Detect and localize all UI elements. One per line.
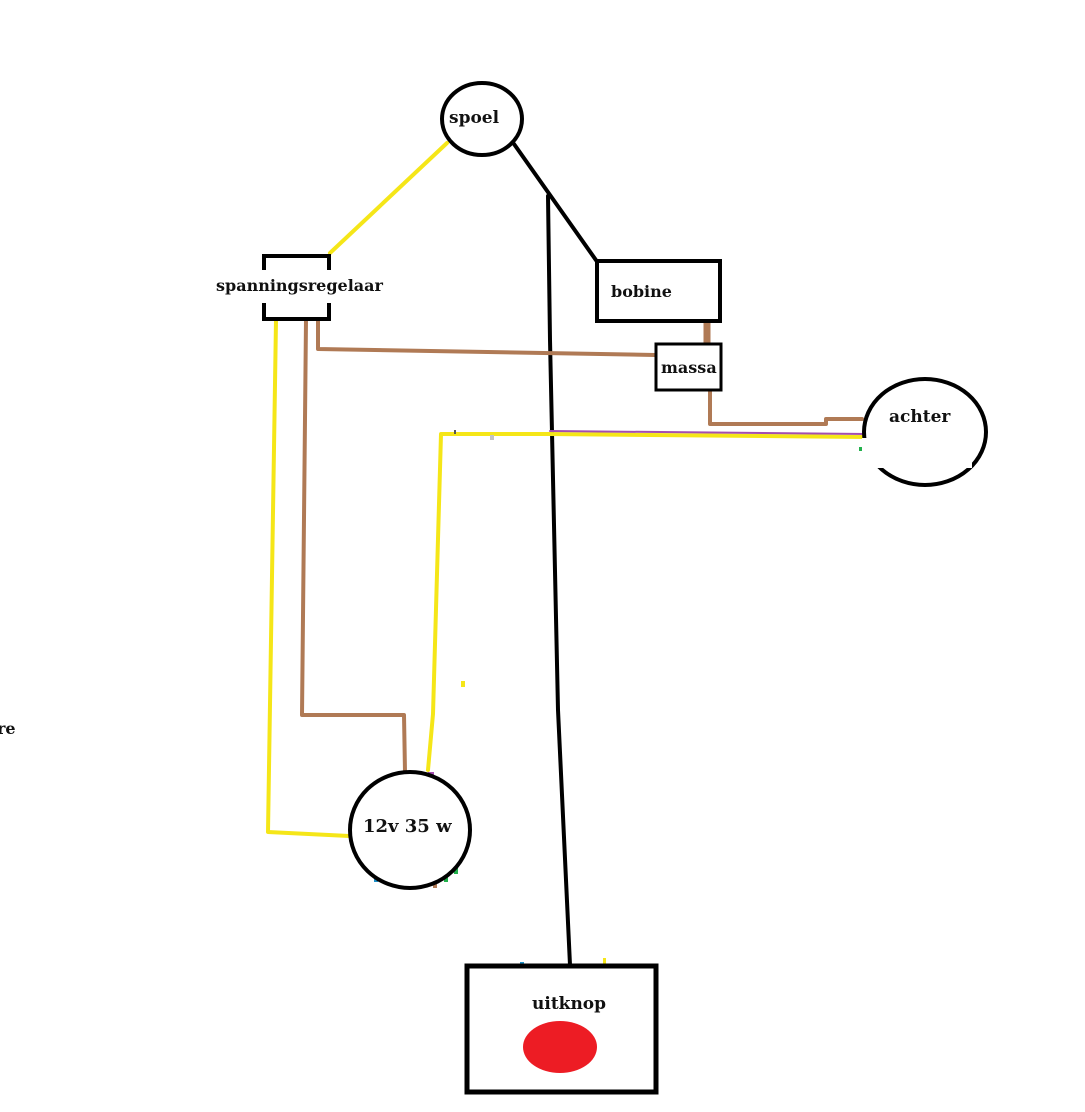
speck-dark bbox=[454, 430, 456, 434]
wire-lamp-achter-yellow bbox=[426, 432, 868, 772]
wire-massa-achter-brown bbox=[708, 388, 864, 426]
achter-node: achter bbox=[862, 377, 988, 487]
wire-spoel-regulator-yellow bbox=[328, 141, 449, 255]
uitknop-node: uitknop bbox=[464, 963, 659, 1095]
speck-green-lamp-1 bbox=[444, 876, 448, 882]
achter-label: achter bbox=[889, 407, 951, 427]
edge-fragment-label: re bbox=[0, 719, 16, 738]
speck-grey bbox=[490, 435, 494, 440]
speck-green-lamp-2 bbox=[454, 868, 458, 874]
massa-label: massa bbox=[661, 358, 717, 377]
regulator-bracket-top bbox=[262, 254, 331, 270]
speck-yellow bbox=[461, 681, 465, 687]
lamp-node: 12v 35 w bbox=[348, 770, 472, 890]
spoel-node: spoel bbox=[440, 81, 524, 157]
wire-regulator-lamp-yellow bbox=[266, 318, 351, 838]
regulator-node: spanningsregelaar bbox=[216, 254, 384, 321]
wire-purple bbox=[549, 430, 867, 435]
achter-erased-area bbox=[862, 438, 972, 468]
bobine-node: bobine bbox=[595, 259, 722, 323]
wire-regulator-massa-brown bbox=[316, 318, 657, 357]
uitknop-label: uitknop bbox=[532, 994, 606, 1014]
lamp-label: 12v 35 w bbox=[363, 816, 452, 837]
spoel-label: spoel bbox=[449, 108, 500, 128]
regulator-label: spanningsregelaar bbox=[216, 276, 384, 295]
paint-specks bbox=[374, 430, 867, 968]
wires bbox=[266, 141, 868, 967]
massa-box bbox=[654, 342, 723, 392]
achter-circle bbox=[862, 377, 988, 487]
wire-spoel-bobine-black bbox=[512, 142, 600, 265]
wire-regulator-lamp-brown bbox=[300, 318, 407, 774]
bobine-box bbox=[595, 259, 722, 323]
speck-yellow-uitknop bbox=[603, 958, 606, 966]
massa-node: massa bbox=[654, 342, 723, 392]
regulator-bracket-bottom bbox=[262, 303, 331, 321]
lamp-circle bbox=[348, 770, 472, 890]
wire-uitknop-black bbox=[546, 194, 572, 967]
bobine-label: bobine bbox=[611, 282, 672, 301]
spoel-circle bbox=[440, 81, 524, 157]
uitknop-red-button[interactable] bbox=[523, 1021, 597, 1073]
